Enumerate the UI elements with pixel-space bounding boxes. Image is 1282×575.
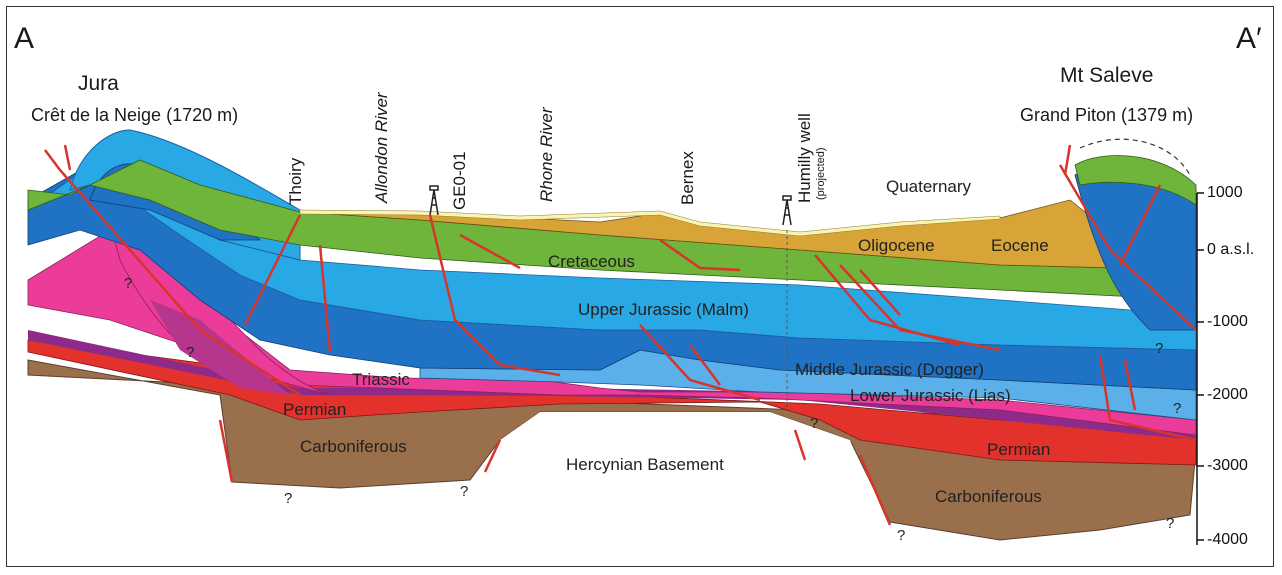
uncertain-mark: ? bbox=[284, 490, 293, 507]
fault bbox=[689, 344, 721, 386]
depth-tick-label: -1000 bbox=[1207, 313, 1248, 330]
uncertain-mark: ? bbox=[810, 415, 819, 432]
saleve-green bbox=[1074, 155, 1197, 206]
depth-tick-label: 1000 bbox=[1207, 184, 1243, 201]
layer-basement bbox=[490, 412, 860, 478]
fault bbox=[839, 264, 1001, 352]
uncertain-mark: ? bbox=[124, 275, 133, 292]
fault bbox=[1098, 354, 1197, 442]
fault bbox=[858, 454, 892, 526]
unit-cretaceous: Cretaceous bbox=[548, 252, 635, 271]
uncertain-mark: ? bbox=[1166, 515, 1175, 532]
unit-permian-left: Permian bbox=[283, 400, 347, 419]
region-jura: Jura bbox=[78, 72, 119, 95]
corner-label-left: A bbox=[14, 22, 35, 55]
fault bbox=[1123, 359, 1137, 411]
unit-malm: Upper Jurassic (Malm) bbox=[578, 300, 749, 319]
summit-grand-piton: Grand Piton (1379 m) bbox=[1020, 105, 1194, 125]
uncertain-mark: ? bbox=[460, 483, 469, 500]
fault bbox=[44, 149, 301, 397]
uncertain-mark: ? bbox=[897, 527, 906, 544]
fault bbox=[639, 324, 761, 402]
fault bbox=[1063, 144, 1072, 176]
fault bbox=[1118, 184, 1162, 266]
locality-rhone-river: Rhone River bbox=[537, 107, 556, 203]
fault bbox=[793, 429, 807, 461]
corner-label-right: A′ bbox=[1236, 22, 1262, 55]
fault bbox=[218, 419, 234, 483]
unit-eocene: Eocene bbox=[991, 236, 1049, 255]
unit-lias: Lower Jurassic (Lias) bbox=[850, 386, 1011, 405]
layer-tertiary bbox=[299, 199, 1197, 271]
unit-hercynian-basement: Hercynian Basement bbox=[566, 455, 724, 474]
unit-permian-right: Permian bbox=[987, 440, 1051, 459]
fault bbox=[63, 144, 72, 171]
depth-tick-label: -3000 bbox=[1207, 457, 1248, 474]
summit-cret-de-la-neige: Crêt de la Neige (1720 m) bbox=[31, 105, 239, 125]
uncertain-mark: ? bbox=[1155, 340, 1164, 357]
fault bbox=[318, 244, 332, 353]
faults bbox=[44, 144, 1197, 526]
depth-tick-label: -2000 bbox=[1207, 386, 1248, 403]
locality-humilly-well: Humilly well bbox=[795, 113, 814, 203]
locality-bernex: Bernex bbox=[678, 151, 697, 205]
derrick-icon bbox=[429, 185, 439, 216]
locality-ge0-01: GE0-01 bbox=[450, 151, 469, 210]
unit-dogger: Middle Jurassic (Dogger) bbox=[795, 360, 984, 379]
depth-tick-label: 0 a.s.l. bbox=[1207, 241, 1255, 258]
unit-carboniferous-left: Carboniferous bbox=[300, 437, 407, 456]
depth-tick-label: -4000 bbox=[1207, 531, 1248, 548]
region-saleve: Mt Saleve bbox=[1060, 64, 1154, 87]
unit-triassic: Triassic bbox=[352, 370, 410, 389]
figure-frame bbox=[6, 6, 1274, 567]
fault bbox=[1058, 164, 1197, 331]
fault bbox=[483, 439, 502, 473]
layer-quaternary bbox=[299, 209, 1001, 237]
fault bbox=[459, 233, 521, 270]
unit-oligocene: Oligocene bbox=[858, 236, 935, 255]
derrick-icon bbox=[782, 195, 792, 226]
fault bbox=[428, 214, 561, 377]
fault bbox=[243, 214, 302, 326]
uncertain-mark: ? bbox=[1173, 400, 1182, 417]
depth-axis bbox=[1196, 192, 1204, 545]
unit-quaternary: Quaternary bbox=[886, 177, 972, 196]
fault bbox=[659, 238, 741, 272]
triassic-dark-wedge bbox=[150, 300, 290, 395]
unit-carboniferous-right: Carboniferous bbox=[935, 487, 1042, 506]
eroded-outline bbox=[1079, 138, 1191, 176]
uncertain-mark: ? bbox=[186, 344, 195, 361]
humilly-projected-note: (projected) bbox=[815, 147, 827, 200]
fault bbox=[859, 269, 901, 316]
locality-allondon-river: Allondon River bbox=[372, 92, 391, 203]
locality-thoiry: Thoiry bbox=[286, 157, 305, 205]
